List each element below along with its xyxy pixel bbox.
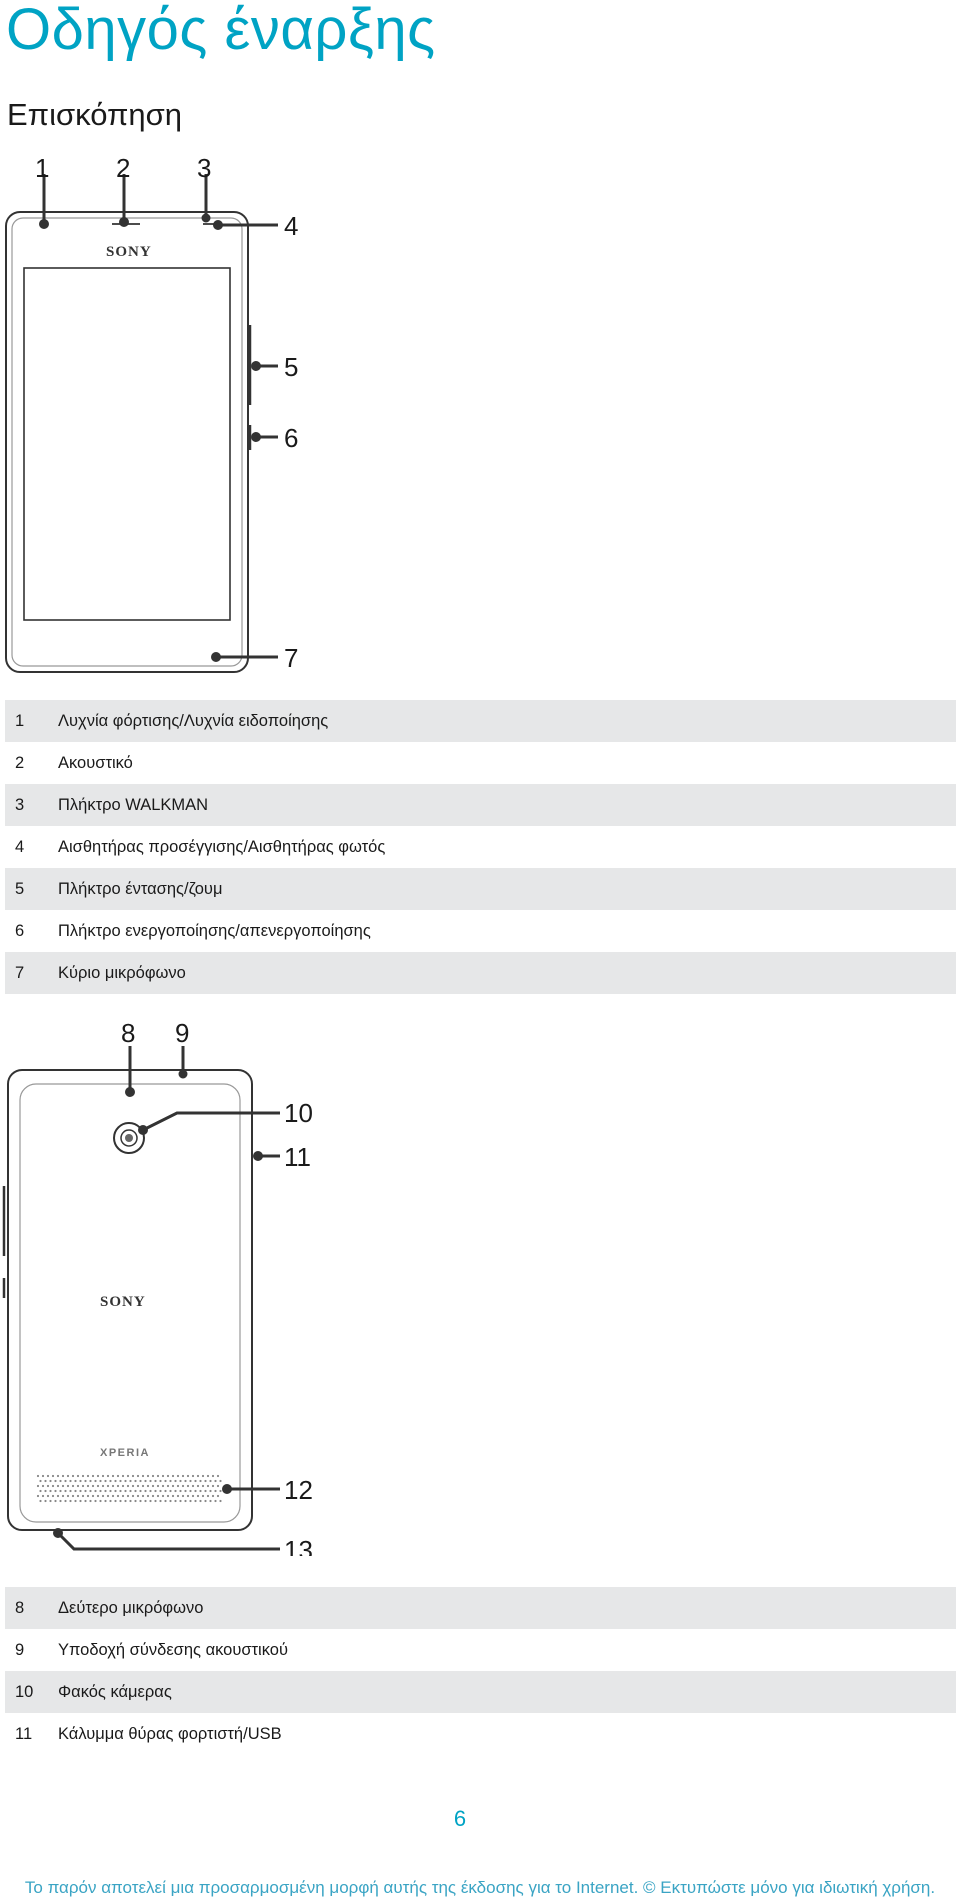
legend-number: 8 xyxy=(15,1598,25,1617)
legend-row: 4 Αισθητήρας προσέγγισης/Αισθητήρας φωτός xyxy=(5,826,956,868)
legend-label: Φακός κάμερας xyxy=(58,1682,172,1701)
callout-8: 8 xyxy=(121,1018,135,1048)
legend-row: 9 Υποδοχή σύνδεσης ακουστικού xyxy=(5,1629,956,1671)
callout-1: 1 xyxy=(35,153,49,183)
legend-row: 1 Λυχνία φόρτισης/Λυχνία ειδοποίησης xyxy=(5,700,956,742)
legend-number: 9 xyxy=(15,1640,25,1659)
callout-4: 4 xyxy=(284,211,298,241)
page-title: Οδηγός έναρξης xyxy=(6,0,436,62)
front-brand: SONY xyxy=(106,244,152,260)
callout-12: 12 xyxy=(284,1475,313,1505)
legend-label: Πλήκτρο WALKMAN xyxy=(58,795,209,814)
legend-number: 5 xyxy=(15,879,25,898)
callout-6: 6 xyxy=(284,423,298,453)
front-legend-table: 1 Λυχνία φόρτισης/Λυχνία ειδοποίησης 2 Ακου… xyxy=(5,700,956,994)
legend-number: 4 xyxy=(15,837,25,856)
speaker-grille xyxy=(36,1474,222,1503)
page-number: 6 xyxy=(453,1806,467,1831)
legend-row: 6 Πλήκτρο ενεργοποίησης/απενεργοποίησης xyxy=(5,910,956,952)
legend-number: 2 xyxy=(15,753,25,772)
legend-label: Πλήκτρο έντασης/ζουμ xyxy=(58,879,223,898)
legend-label: Κύριο μικρόφωνο xyxy=(58,963,186,982)
legend-label: Υποδοχή σύνδεσης ακουστικού xyxy=(58,1640,288,1659)
legend-number: 7 xyxy=(15,963,25,982)
callout-7: 7 xyxy=(284,643,298,673)
footer-notice: Το παρόν αποτελεί μια προσαρμοσμένη μορφ… xyxy=(24,1878,936,1897)
back-legend-table: 8 Δεύτερο μικρόφωνο 9 Υποδοχή σύνδεσης ακου… xyxy=(5,1587,956,1755)
legend-label: Δεύτερο μικρόφωνο xyxy=(58,1598,204,1617)
front-phone-diagram: SONY 1 2 3 4 5 6 7 xyxy=(5,153,298,673)
legend-row: 5 Πλήκτρο έντασης/ζουμ xyxy=(5,868,956,910)
legend-label: Κάλυμμα θύρας φορτιστή/USB xyxy=(58,1724,282,1743)
section-title: Επισκόπηση xyxy=(7,97,183,132)
legend-row: 3 Πλήκτρο WALKMAN xyxy=(5,784,956,826)
legend-label: Λυχνία φόρτισης/Λυχνία ειδοποίησης xyxy=(58,711,329,730)
legend-row: 7 Κύριο μικρόφωνο xyxy=(5,952,956,994)
legend-number: 6 xyxy=(15,921,25,940)
legend-number: 1 xyxy=(15,711,25,730)
callout-13: 13 xyxy=(284,1535,313,1556)
callout-10: 10 xyxy=(284,1098,313,1128)
callout-11: 11 xyxy=(284,1142,311,1172)
legend-label: Πλήκτρο ενεργοποίησης/απενεργοποίησης xyxy=(58,921,371,940)
legend-row: 8 Δεύτερο μικρόφωνο xyxy=(5,1587,956,1629)
legend-number: 3 xyxy=(15,795,25,814)
callout-9: 9 xyxy=(175,1018,189,1048)
front-screen xyxy=(23,267,231,621)
legend-number: 11 xyxy=(15,1724,33,1743)
legend-label: Ακουστικό xyxy=(58,753,133,772)
legend-row: 11 Κάλυμμα θύρας φορτιστή/USB xyxy=(5,1713,956,1755)
front-phone-outline xyxy=(5,211,249,673)
camera-lens xyxy=(113,1122,145,1154)
back-brand: SONY xyxy=(100,1294,146,1310)
back-phone-diagram: SONY XPERIA 8 9 10 11 12 13 xyxy=(2,1018,313,1556)
legend-row: 2 Ακουστικό xyxy=(5,742,956,784)
callout-2: 2 xyxy=(116,153,130,183)
callout-5: 5 xyxy=(284,352,298,382)
legend-row: 10 Φακός κάμερας xyxy=(5,1671,956,1713)
legend-label: Αισθητήρας προσέγγισης/Αισθητήρας φωτός xyxy=(58,837,386,856)
callout-3: 3 xyxy=(197,153,211,183)
back-model: XPERIA xyxy=(100,1447,150,1459)
legend-number: 10 xyxy=(15,1682,34,1701)
